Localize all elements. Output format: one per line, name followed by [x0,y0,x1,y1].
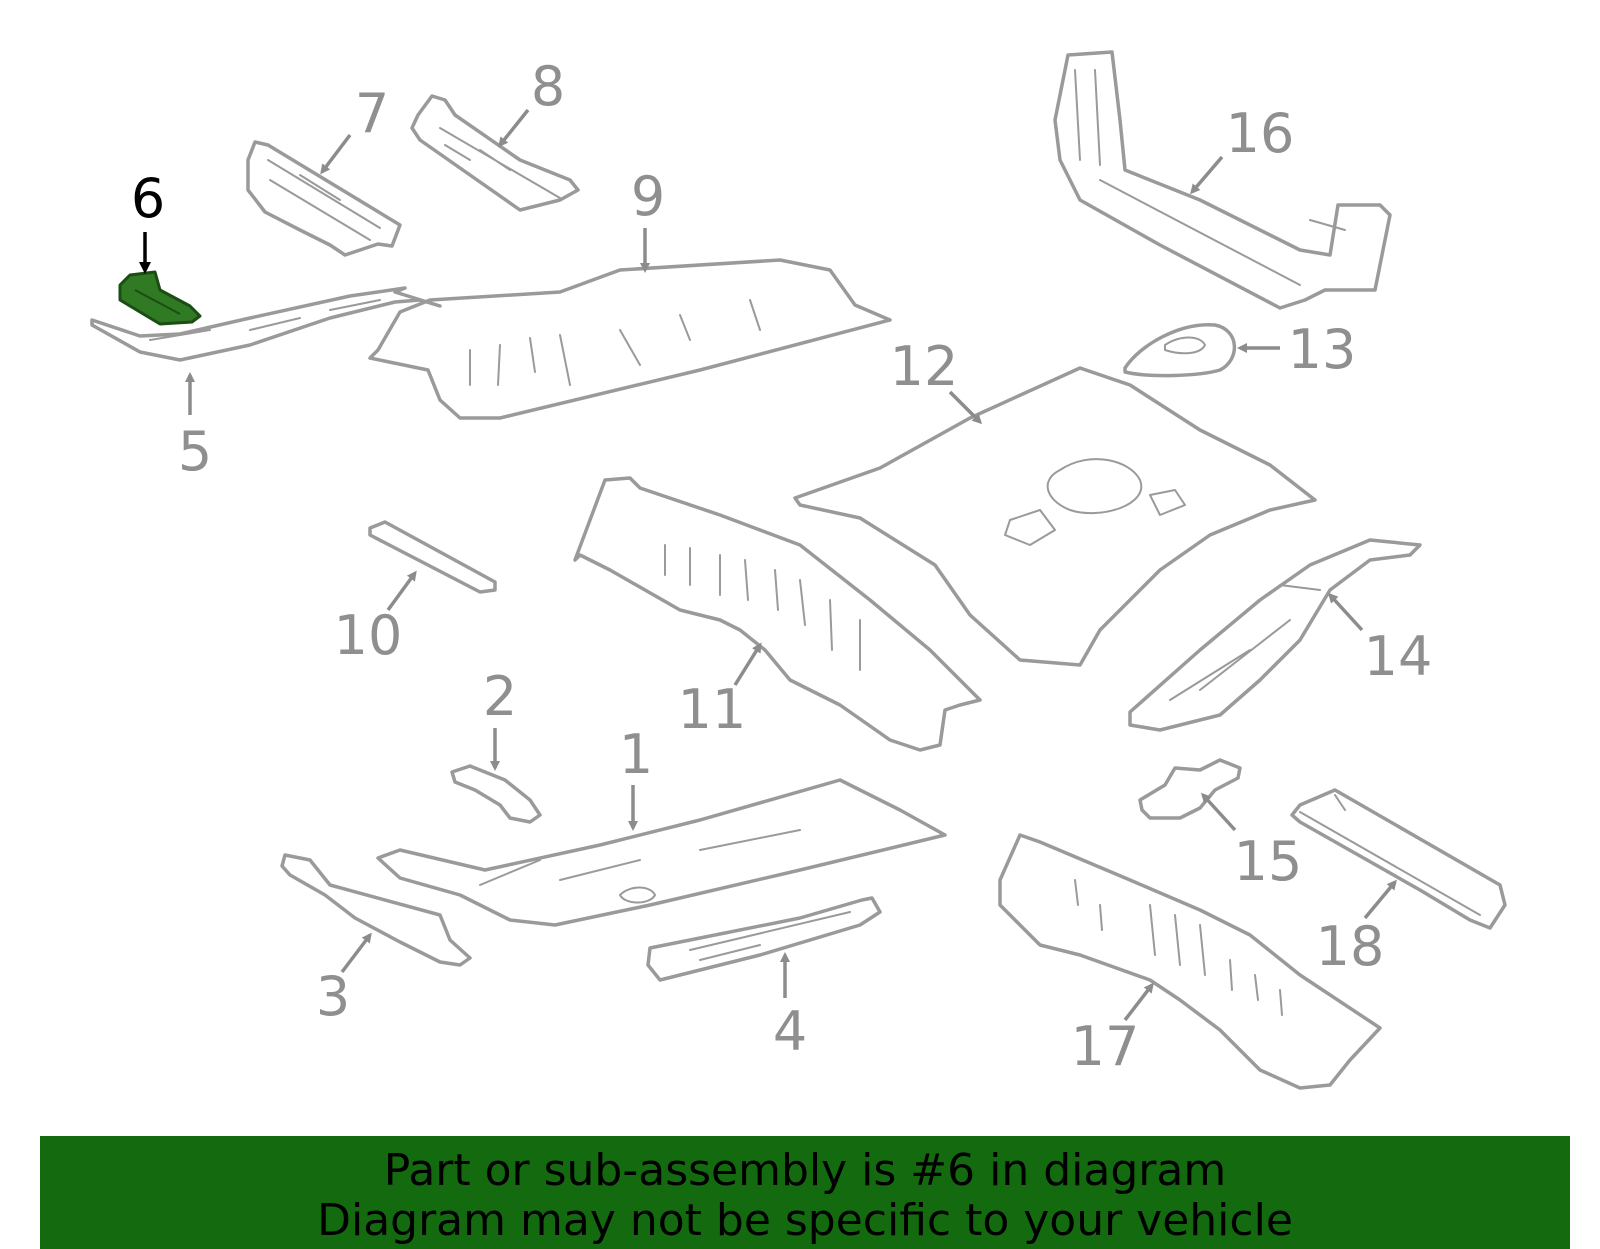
leader-7 [320,133,352,175]
callout-13[interactable]: 13 [1288,318,1357,381]
callout-labels: 6 5 7 8 9 16 13 12 10 11 14 2 1 15 3 4 1… [131,55,1433,1078]
callout-17[interactable]: 17 [1071,1015,1140,1078]
leader-8 [498,108,530,148]
callout-2[interactable]: 2 [483,665,517,728]
leader-17 [1123,982,1154,1022]
callout-4[interactable]: 4 [773,1000,807,1063]
callout-10[interactable]: 10 [334,604,403,667]
callout-11[interactable]: 11 [678,678,747,741]
leader-arrows [139,108,1397,1022]
part-18-rail[interactable] [1290,788,1507,930]
callout-16[interactable]: 16 [1226,102,1295,165]
callout-5[interactable]: 5 [178,420,212,483]
callout-18[interactable]: 18 [1316,915,1385,978]
callout-7[interactable]: 7 [355,82,389,145]
part-4-side-sill[interactable] [646,896,882,982]
part-17-rear-side-member[interactable] [998,833,1382,1090]
leader-12 [948,390,983,425]
part-9-floor-pan[interactable] [368,258,892,420]
callout-6[interactable]: 6 [131,167,165,230]
part-11-tunnel[interactable] [573,476,982,752]
banner-line-1: Part or sub-assembly is #6 in diagram [383,1145,1227,1196]
callout-15[interactable]: 15 [1234,830,1303,893]
part-8-crossmember[interactable] [410,94,580,212]
part-2-small-bracket[interactable] [450,764,542,824]
banner-line-2: Diagram may not be specific to your vehi… [317,1195,1293,1246]
part-12-rear-floor[interactable] [793,366,1317,667]
leader-18 [1363,879,1397,920]
callout-9[interactable]: 9 [631,165,665,228]
part-7-bracket[interactable] [246,140,402,257]
callout-1[interactable]: 1 [619,723,653,786]
leader-10 [386,570,417,612]
part-14-extension[interactable] [1128,538,1422,732]
leader-14 [1327,592,1364,632]
info-banner: Part or sub-assembly is #6 in diagram Di… [40,1136,1570,1249]
part-16-rear-frame[interactable] [1053,50,1392,310]
callout-12[interactable]: 12 [890,335,959,398]
part-15-small-bracket[interactable] [1138,758,1242,820]
part-6-bracket-highlighted[interactable] [118,270,202,326]
leader-16 [1190,155,1224,195]
part-3-reinforcement[interactable] [280,853,472,967]
callout-3[interactable]: 3 [316,965,350,1028]
part-10-plate[interactable] [368,520,497,594]
leader-3 [340,932,372,974]
leader-11 [733,642,762,686]
part-1-center-floor[interactable] [376,778,947,927]
callout-8[interactable]: 8 [531,55,565,118]
callout-14[interactable]: 14 [1364,625,1433,688]
part-5-side-member[interactable] [90,286,442,362]
part-13-cover[interactable] [1123,323,1237,378]
leader-15 [1200,792,1237,832]
